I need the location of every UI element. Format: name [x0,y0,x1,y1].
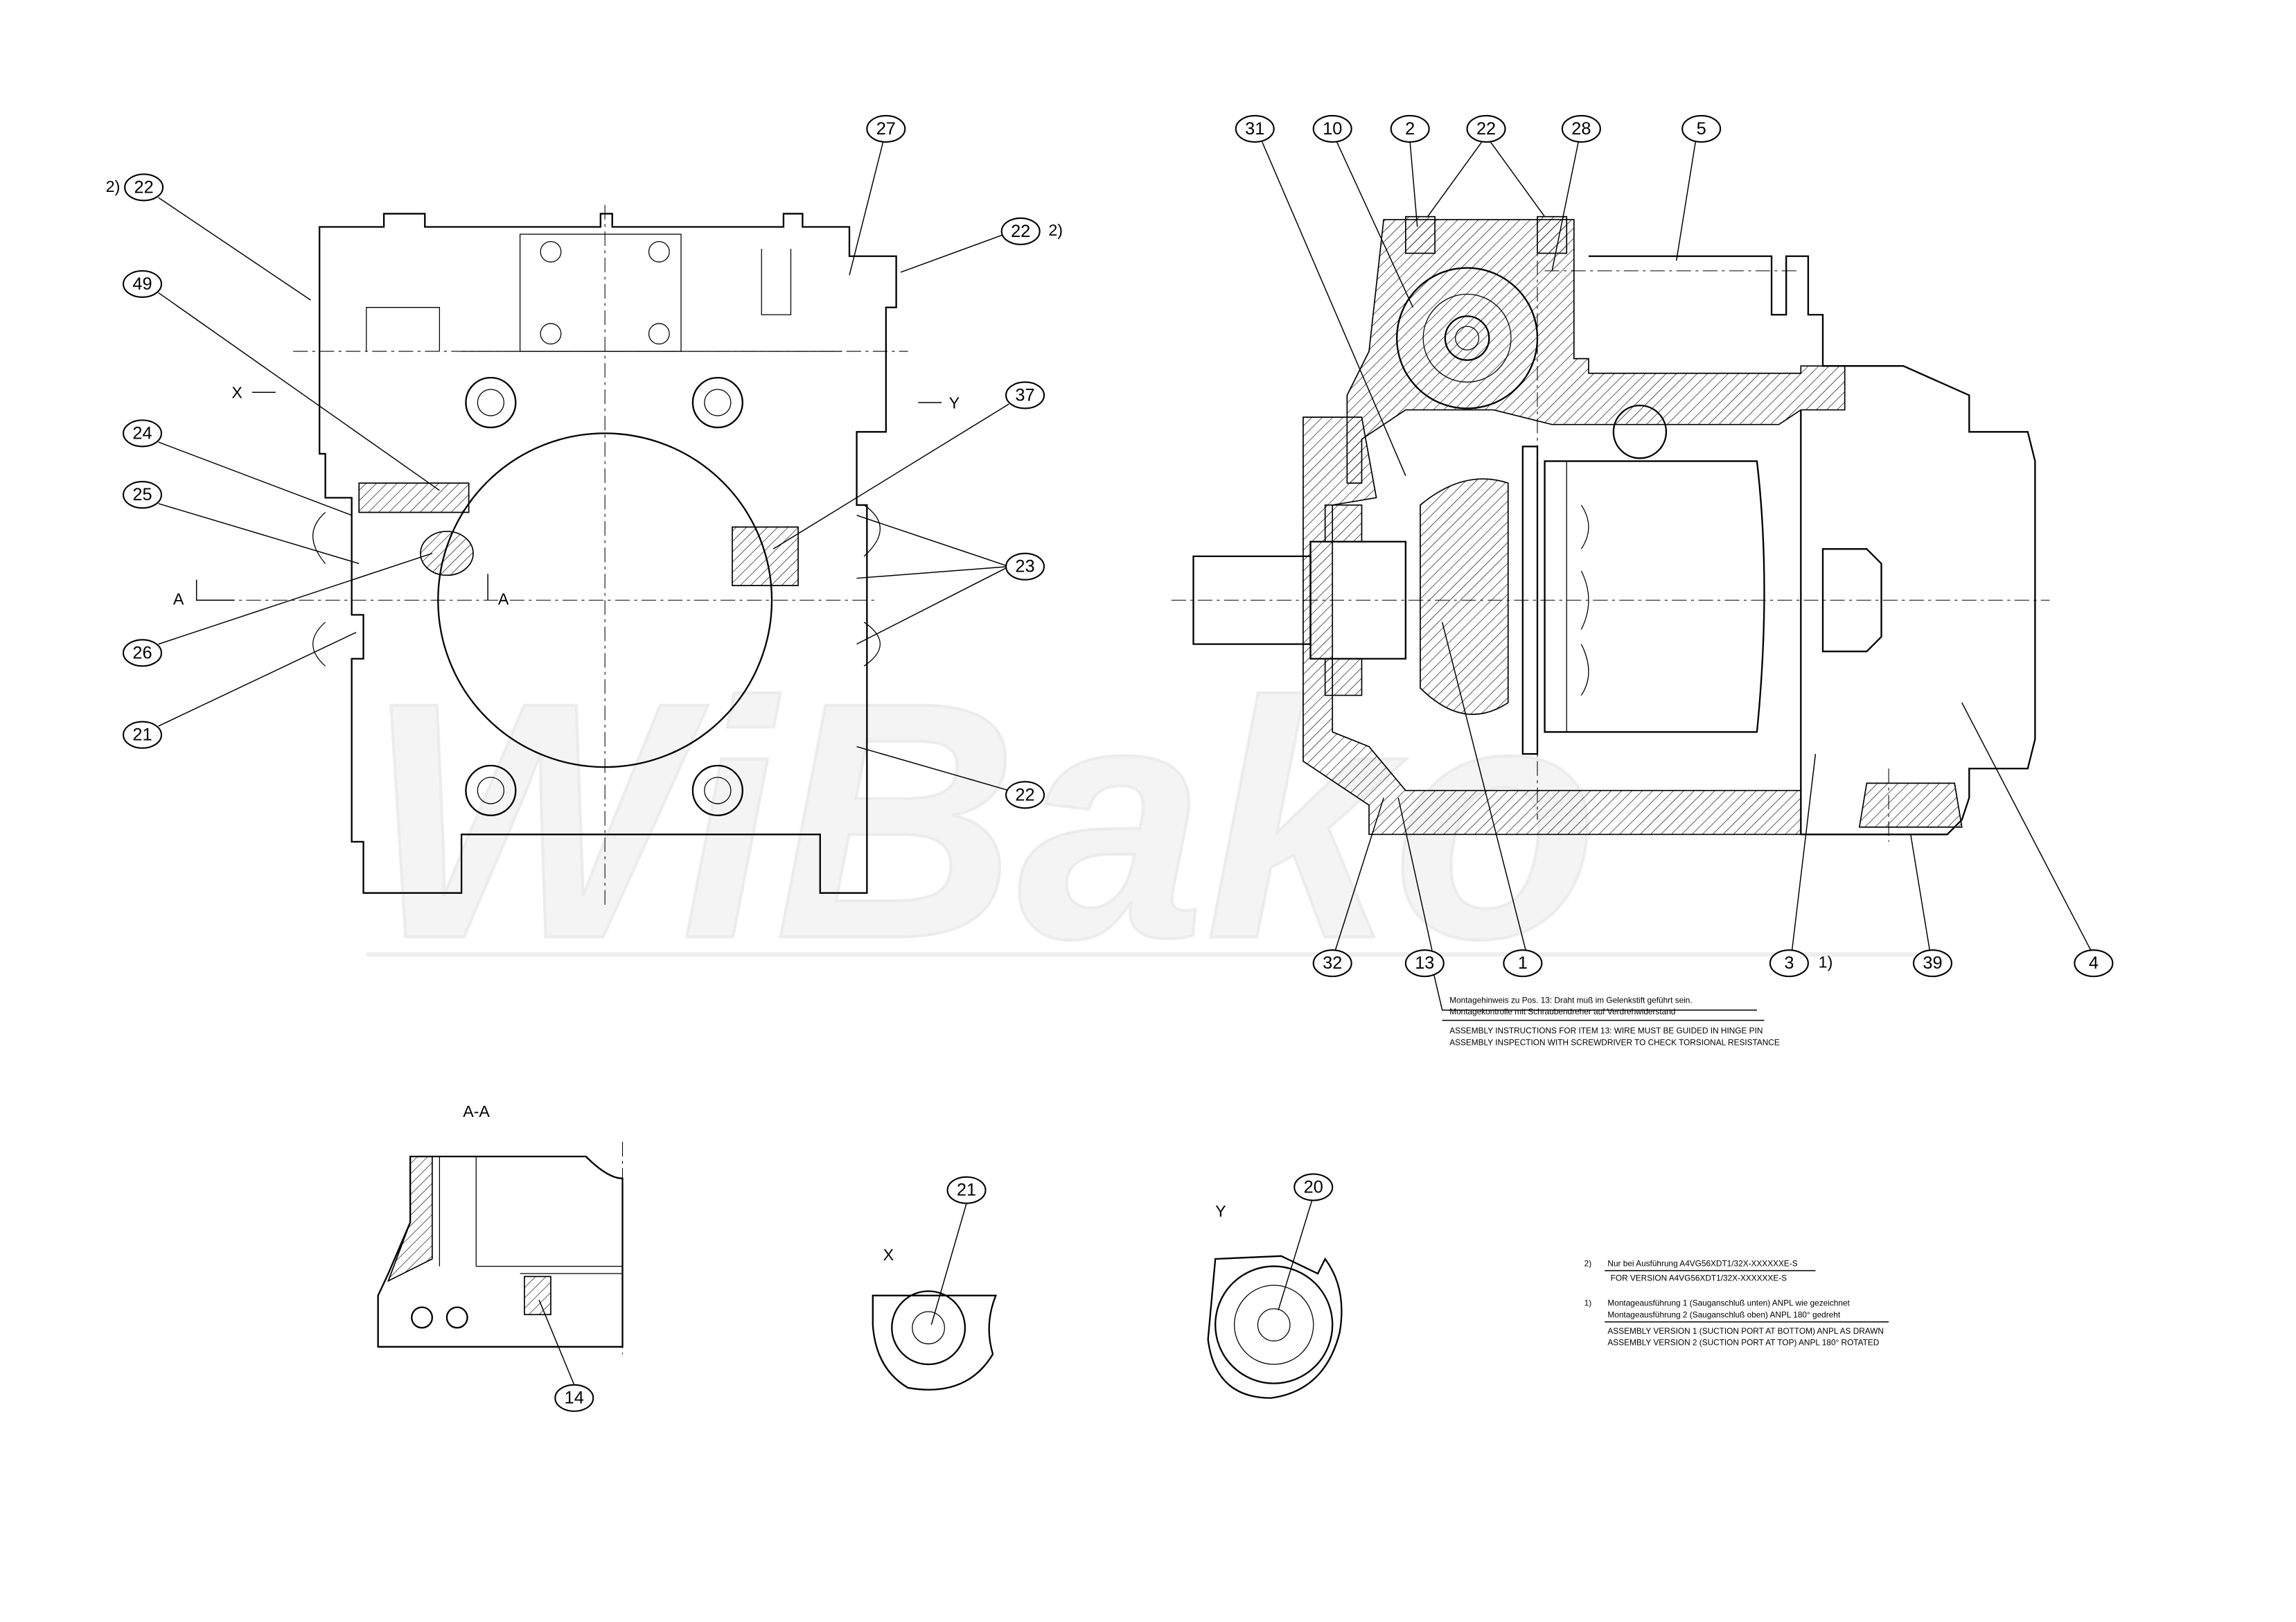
note-mark-1: 1) [1584,1298,1592,1308]
left-view-callouts: 2) 22 49 24 25 26 21 27 22 2) 37 23 22 X… [106,114,1063,809]
balloon-27: 27 [866,114,906,143]
svg-text:24: 24 [132,423,152,443]
balloon-32: 32 [1312,949,1352,978]
svg-text:4: 4 [2089,953,2099,973]
footnote-mark: 2) [1048,221,1063,239]
balloon-4: 4 [2074,949,2114,978]
balloon-5: 5 [1681,114,1722,143]
note-mark-2: 2) [1584,1259,1592,1269]
svg-text:10: 10 [1323,119,1342,139]
section-aa-title: A-A [463,1102,490,1120]
balloon-2: 2 [1390,114,1430,143]
view-x-detail: X 21 [872,1176,997,1391]
svg-text:22: 22 [1015,785,1034,804]
svg-text:Montageausführung 1 (Saugansch: Montageausführung 1 (Sauganschluß unten)… [1607,1298,1850,1308]
svg-text:FOR VERSION A4VG56XDT1/32X-XXX: FOR VERSION A4VG56XDT1/32X-XXXXXXE-S [1611,1273,1787,1283]
balloon-25: 25 [122,481,163,509]
svg-text:32: 32 [1323,953,1342,973]
balloon-20: 20 [1293,1173,1334,1201]
section-label-a: A [498,590,509,608]
svg-text:1: 1 [1518,953,1528,973]
svg-text:ASSEMBLY INSPECTION WITH SCREW: ASSEMBLY INSPECTION WITH SCREWDRIVER TO … [1449,1038,1780,1048]
section-label-a: A [173,590,184,608]
svg-text:27: 27 [876,119,896,139]
svg-text:5: 5 [1697,119,1706,139]
svg-text:23: 23 [1015,557,1034,576]
balloon-39: 39 [1912,949,1952,978]
svg-text:20: 20 [1304,1177,1323,1197]
svg-text:Montageausführung 2 (Saugansch: Montageausführung 2 (Sauganschluß oben) … [1607,1310,1840,1320]
svg-text:2: 2 [1405,119,1415,139]
svg-text:49: 49 [132,274,152,294]
view-label-x: X [231,384,242,402]
left-view-housing [220,204,908,908]
balloon-37: 37 [1005,381,1045,409]
view-y-detail: Y 20 [1207,1173,1343,1399]
balloon-24: 24 [122,419,163,448]
balloon-26: 26 [122,639,163,667]
view-y-title: Y [1215,1202,1226,1220]
balloon-28: 28 [1561,114,1601,143]
svg-text:21: 21 [132,725,152,745]
balloon-22: 22 [1005,781,1045,809]
svg-text:3: 3 [1784,953,1794,973]
svg-text:Nur bei Ausführung A4VG56XDT1/: Nur bei Ausführung A4VG56XDT1/32X-XXXXXX… [1607,1259,1797,1269]
balloon-49: 49 [122,270,163,298]
balloon-22: 22 [1000,217,1041,245]
balloon-22: 22 [124,173,164,202]
svg-text:22: 22 [134,177,154,197]
view-label-y: Y [949,394,960,412]
balloon-1: 1 [1503,949,1543,978]
footnote-mark: 1) [1819,953,1833,971]
right-view-callouts: 31 10 2 22 28 5 32 13 1 3 1) 39 4 Montag… [1235,114,2114,1048]
balloon-21: 21 [122,721,163,749]
svg-text:37: 37 [1015,385,1034,405]
svg-text:ASSEMBLY VERSION 1 (SUCTION PO: ASSEMBLY VERSION 1 (SUCTION PORT AT BOTT… [1607,1326,1884,1336]
svg-text:25: 25 [132,485,152,504]
balloon-31: 31 [1235,114,1275,143]
section-aa-detail: A-A 14 [377,1102,624,1412]
svg-text:ASSEMBLY VERSION 2 (SUCTION PO: ASSEMBLY VERSION 2 (SUCTION PORT AT TOP)… [1607,1338,1879,1348]
svg-text:39: 39 [1923,953,1942,973]
svg-text:28: 28 [1571,119,1591,139]
svg-text:Montagekontrolle mit Schrauben: Montagekontrolle mit Schraubendreher auf… [1449,1007,1675,1016]
footnote-mark: 2) [106,177,121,195]
balloon-13: 13 [1404,949,1445,978]
balloon-22: 22 [1466,114,1506,143]
svg-text:ASSEMBLY INSTRUCTIONS FOR ITEM: ASSEMBLY INSTRUCTIONS FOR ITEM 13: WIRE … [1449,1026,1763,1036]
right-view-section [1171,215,2050,842]
svg-text:26: 26 [132,643,152,662]
balloon-23: 23 [1005,552,1045,581]
svg-text:13: 13 [1415,953,1434,973]
balloon-3: 3 [1769,949,1809,978]
assembly-note: Montagehinweis zu Pos. 13: Draht muß im … [1442,995,1780,1048]
footnotes: 2) Nur bei Ausführung A4VG56XDT1/32X-XXX… [1584,1259,1889,1348]
svg-text:Montagehinweis zu Pos. 13: Dra: Montagehinweis zu Pos. 13: Draht muß im … [1449,995,1692,1005]
balloon-10: 10 [1312,114,1352,143]
svg-text:14: 14 [565,1389,584,1408]
svg-text:22: 22 [1476,119,1496,139]
svg-text:22: 22 [1011,222,1030,241]
svg-text:21: 21 [957,1181,976,1200]
balloon-14: 14 [554,1384,594,1412]
view-x-title: X [883,1246,894,1264]
balloon-21: 21 [946,1176,987,1204]
svg-text:31: 31 [1245,119,1264,139]
